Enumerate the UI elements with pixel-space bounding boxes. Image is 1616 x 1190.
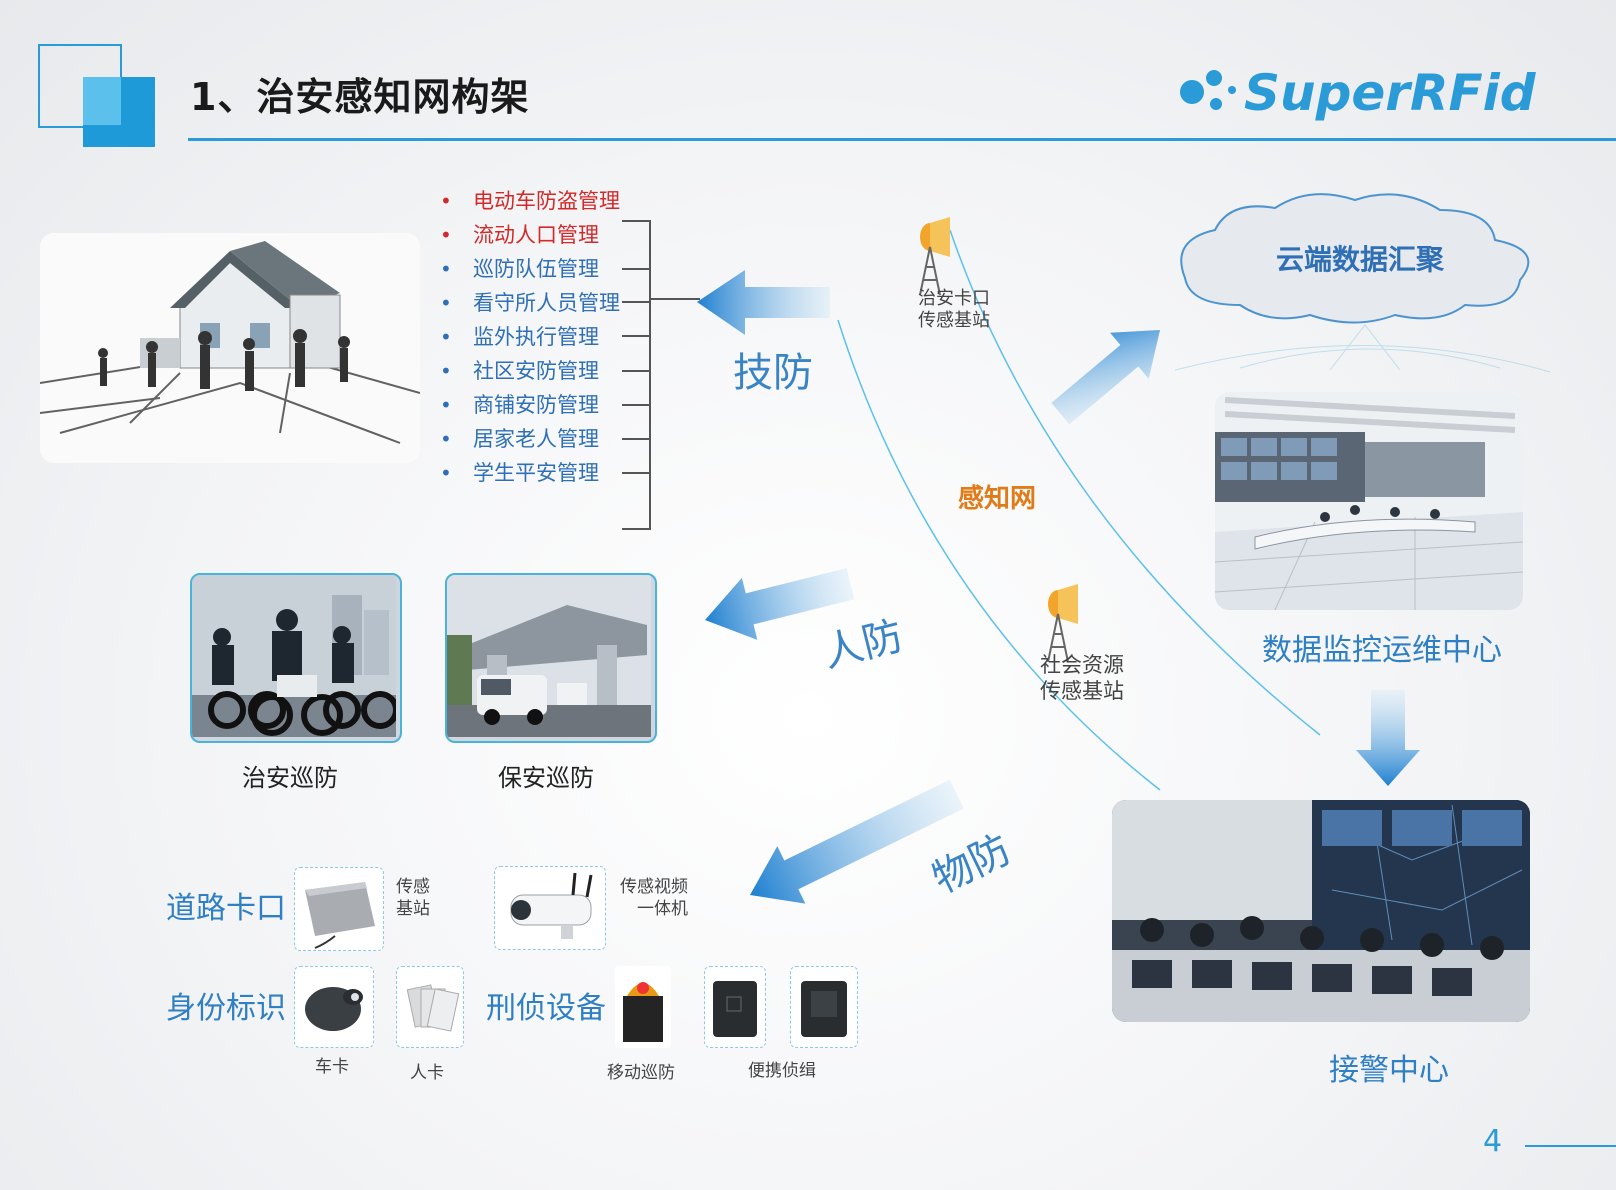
- list-item: 巡防队伍管理: [440, 252, 620, 286]
- svg-text:SuperRFid: SuperRFid: [1244, 64, 1537, 122]
- list-item: 电动车防盗管理: [440, 184, 620, 218]
- list-item: 看守所人员管理: [440, 286, 620, 320]
- mobile-patrol-caption: 移动巡防: [607, 1063, 675, 1083]
- base-station-caption: 传感 基站: [396, 877, 430, 919]
- list-item: 监外执行管理: [440, 320, 620, 354]
- tech-defense-label: 技防: [733, 350, 813, 396]
- list-item: 学生平安管理: [440, 456, 620, 490]
- list-item: 商铺安防管理: [440, 388, 620, 422]
- checkpoint-station-label: 治安卡口 传感基站: [918, 288, 990, 331]
- video-unit-caption: 传感视频 一体机: [620, 877, 688, 919]
- tech-arrow: [697, 270, 830, 335]
- list-item: 社区安防管理: [440, 354, 620, 388]
- police-patrol-label: 治安巡防: [242, 764, 338, 792]
- alarm-center-label: 接警中心: [1329, 1053, 1449, 1088]
- cloud-shape: [1180, 193, 1530, 324]
- page-number-rule: [1525, 1145, 1616, 1147]
- person-card-caption: 人卡: [410, 1063, 444, 1083]
- superrfid-logo: SuperRFid: [1180, 64, 1537, 122]
- identity-tag-label: 身份标识: [166, 991, 286, 1026]
- portable-device-image-1: [704, 966, 766, 1048]
- sensing-network-label: 感知网: [958, 484, 1037, 514]
- portable-device-image-2: [790, 966, 858, 1048]
- mobile-patrol-device-image: [615, 966, 671, 1048]
- list-item: 流动人口管理: [440, 218, 620, 252]
- car-card-device-image: [294, 966, 374, 1048]
- antenna-icon: [919, 217, 1078, 663]
- video-camera-device-image: [494, 866, 606, 950]
- guard-patrol-photo: [445, 573, 657, 743]
- title-decoration-accent: [83, 77, 121, 125]
- investigation-equipment-label: 刑侦设备: [486, 991, 606, 1026]
- social-station-label: 社会资源 传感基站: [1040, 653, 1124, 703]
- monitor-center-photo: [1215, 392, 1523, 610]
- list-item: 居家老人管理: [440, 422, 620, 456]
- page-title: 1、治安感知网构架: [190, 75, 530, 119]
- cloud-aggregation-label: 云端数据汇聚: [1276, 243, 1445, 276]
- community-house-photo: [40, 233, 420, 463]
- police-patrol-photo: [190, 573, 402, 743]
- title-divider: [188, 138, 1616, 141]
- car-card-caption: 车卡: [315, 1057, 349, 1077]
- monitor-center-label: 数据监控运维中心: [1262, 633, 1502, 668]
- person-card-device-image: [396, 966, 464, 1048]
- base-station-device-image: [294, 867, 384, 951]
- alarm-center-photo: [1112, 800, 1530, 1022]
- road-checkpoint-label: 道路卡口: [166, 891, 286, 926]
- portable-investigation-caption: 便携侦缉: [748, 1061, 816, 1081]
- page-number: 4: [1483, 1124, 1503, 1159]
- management-list: 电动车防盗管理 流动人口管理 巡防队伍管理 看守所人员管理 监外执行管理 社区安…: [440, 184, 620, 490]
- guard-patrol-label: 保安巡防: [498, 764, 594, 792]
